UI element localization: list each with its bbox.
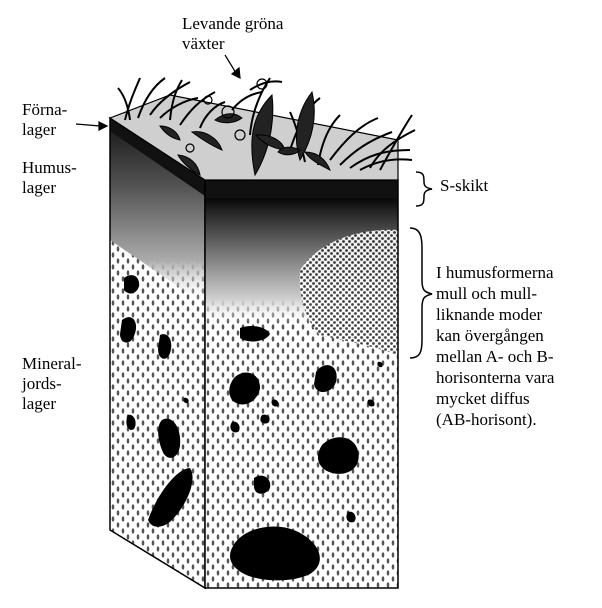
plants-label-line-1: Levande gröna [182, 14, 284, 33]
plants-label-line-2: växter [182, 34, 225, 53]
ab-horizon-description: I humusformerna mull och mull- liknande … [436, 262, 554, 430]
front-face [204, 179, 399, 589]
humus-layer-label-line-1: Humus- [22, 158, 77, 177]
description-line-5: mellan A- och B- [436, 347, 554, 366]
description-line-7: mycket diffus [436, 389, 530, 408]
s-layer-label: S-skikt [440, 176, 488, 196]
humus-layer-label-line-2: lager [22, 178, 56, 197]
litter-layer-label-line-2: lager [22, 120, 56, 139]
pointer-arrows [75, 54, 241, 131]
plants-label: Levande gröna växter [182, 14, 283, 54]
mineral-layer-label-line-1: Mineral- [22, 354, 82, 373]
humus-layer-label: Humus- lager [22, 158, 77, 198]
litter-layer-label-line-1: Förna- [22, 100, 68, 119]
plant-leaves [159, 90, 331, 177]
litter-layer-label: Förna- lager [22, 100, 67, 140]
description-line-8: (AB-horisont). [436, 410, 537, 429]
description-line-2: mull och mull- [436, 284, 538, 303]
stones [120, 275, 383, 581]
s-layer-label-text: S-skikt [440, 176, 489, 195]
plant-flowers [185, 78, 268, 153]
description-line-3: liknande moder [436, 305, 543, 324]
ab-horizon-brace [409, 227, 433, 359]
mineral-layer-label: Mineral- jords- lager [22, 354, 81, 414]
description-line-6: horisonterna vara [436, 368, 555, 387]
s-layer-brace [415, 171, 433, 207]
mineral-layer-label-line-3: lager [22, 394, 56, 413]
description-line-1: I humusformerna [436, 263, 554, 282]
ab-horizon-zone [299, 229, 398, 355]
mineral-layer-label-line-2: jords- [22, 374, 62, 393]
description-line-4: kan övergången [436, 326, 544, 345]
